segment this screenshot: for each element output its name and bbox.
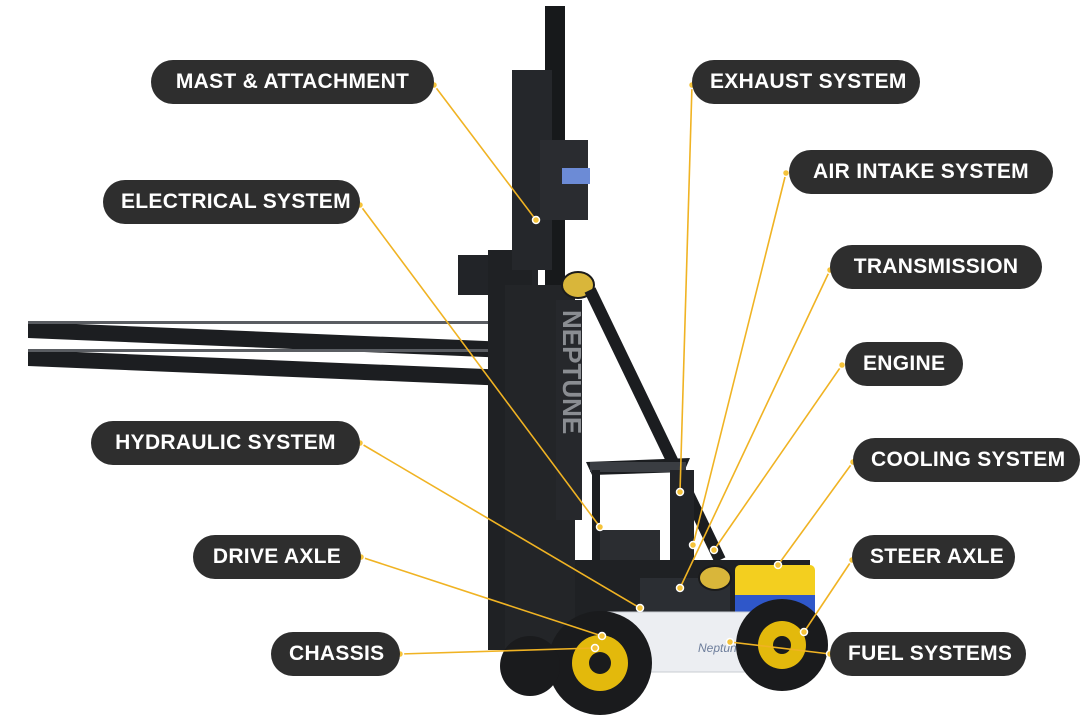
mast: NEPTUNE — [458, 6, 595, 665]
callout-mast-attachment: MAST & ATTACHMENT — [151, 60, 434, 104]
mast-badge-icon — [561, 271, 595, 299]
mast-brand-text: NEPTUNE — [557, 310, 587, 434]
callout-cooling-system: COOLING SYSTEM — [853, 438, 1080, 482]
leader-lines — [359, 84, 854, 655]
forks — [28, 321, 510, 386]
callout-hydraulic-system: HYDRAULIC SYSTEM — [91, 421, 360, 465]
callout-engine: ENGINE — [845, 342, 963, 386]
callout-fuel-systems: FUEL SYSTEMS — [830, 632, 1026, 676]
callout-drive-axle: DRIVE AXLE — [193, 535, 361, 579]
callout-electrical-system: ELECTRICAL SYSTEM — [103, 180, 360, 224]
tilt-cylinder — [584, 287, 726, 563]
callout-chassis: CHASSIS — [271, 632, 400, 676]
callout-exhaust-system: EXHAUST SYSTEM — [692, 60, 920, 104]
callout-steer-axle: STEER AXLE — [852, 535, 1015, 579]
callout-air-intake-system: AIR INTAKE SYSTEM — [789, 150, 1053, 194]
callout-transmission: TRANSMISSION — [830, 245, 1042, 289]
body-badge-icon — [698, 565, 732, 591]
drive-wheel — [548, 611, 652, 715]
drive-wheel-inner — [500, 636, 560, 696]
steer-wheel — [736, 599, 828, 691]
